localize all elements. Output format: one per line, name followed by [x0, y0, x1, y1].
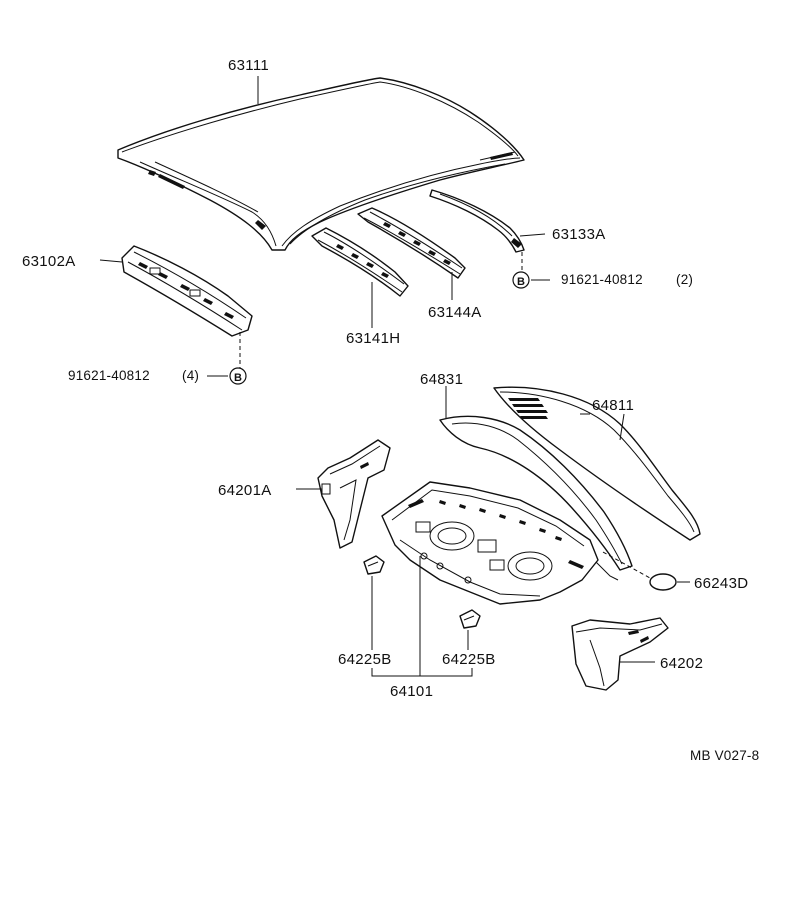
plug-illustration: [649, 573, 677, 591]
label-64811: 64811: [592, 397, 634, 414]
label-63141H: 63141H: [346, 330, 400, 347]
roof-bow-rear-illustration: [357, 207, 466, 279]
label-63102A: 63102A: [22, 253, 76, 270]
package-tray-brace-right-illustration: [571, 617, 669, 691]
label-64225B-right: 64225B: [442, 651, 496, 668]
label-64202: 64202: [660, 655, 703, 672]
label-64101: 64101: [390, 683, 433, 700]
roof-panel-illustration: [117, 77, 525, 251]
tray-bracket-right-illustration: [459, 609, 481, 629]
rear-window-glass-illustration: [493, 386, 701, 541]
label-66243D: 66243D: [694, 575, 748, 592]
label-bolt-rear: 91621-40812: [561, 272, 643, 287]
label-bolt-front: 91621-40812: [68, 368, 150, 383]
label-bolt-front-qty: (4): [182, 368, 199, 383]
label-64225B-left: 64225B: [338, 651, 392, 668]
svg-text:B: B: [517, 276, 525, 288]
badge-rear-bolt: B: [512, 271, 530, 289]
roof-side-rail-illustration: [429, 189, 525, 253]
label-bolt-rear-qty: (2): [676, 272, 693, 287]
roof-bow-center-illustration: [311, 227, 409, 297]
label-64201A: 64201A: [218, 482, 272, 499]
front-roof-rail-illustration: [121, 245, 253, 337]
label-64831: 64831: [420, 371, 463, 388]
rear-window-seal-illustration: [439, 415, 633, 571]
package-tray-illustration: [381, 481, 619, 605]
diagram-code: MB V027-8: [690, 748, 759, 763]
label-63111: 63111: [228, 57, 269, 74]
leader-lines: [99, 76, 690, 677]
tray-bracket-left-illustration: [363, 555, 385, 575]
svg-text:B: B: [234, 372, 242, 384]
package-tray-brace-left-illustration: [317, 439, 391, 549]
label-63133A: 63133A: [552, 226, 606, 243]
label-63144A: 63144A: [428, 304, 482, 321]
badge-front-bolt: B: [229, 367, 247, 385]
